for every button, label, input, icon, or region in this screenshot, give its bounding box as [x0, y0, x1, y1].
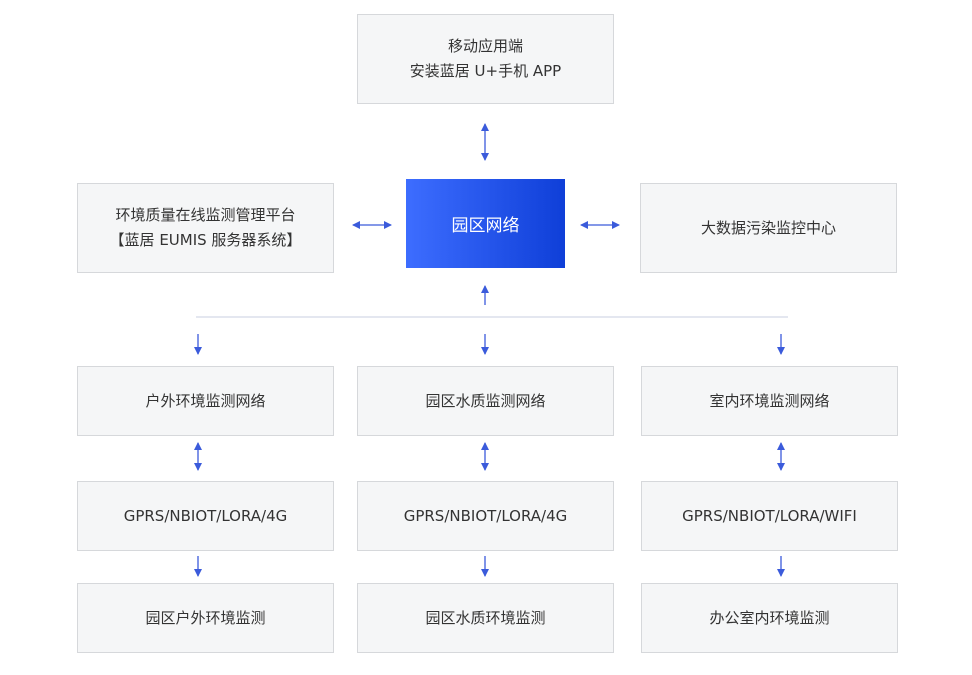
- mobile-app-title: 移动应用端: [447, 37, 523, 55]
- network-node-col3: 室内环境监测网络: [641, 366, 898, 436]
- mobile-app-node: 移动应用端 安装蓝居 U+手机 APP: [357, 14, 614, 104]
- protocol-node-col3: GPRS/NBIOT/LORA/WIFI: [641, 481, 898, 551]
- big-data-center-label: 大数据污染监控中心: [700, 218, 836, 237]
- protocol-label: GPRS/NBIOT/LORA/4G: [123, 506, 288, 525]
- platform-subtitle: 【蓝居 EUMIS 服务器系统】: [109, 231, 302, 249]
- monitor-label: 园区水质环境监测: [425, 608, 546, 627]
- protocol-label: GPRS/NBIOT/LORA/WIFI: [682, 506, 857, 525]
- monitor-node-col2: 园区水质环境监测: [357, 583, 614, 653]
- network-label: 室内环境监测网络: [709, 391, 830, 410]
- monitor-label: 园区户外环境监测: [145, 608, 266, 627]
- monitor-node-col3: 办公室内环境监测: [641, 583, 898, 653]
- monitoring-platform-node: 环境质量在线监测管理平台 【蓝居 EUMIS 服务器系统】: [77, 183, 334, 273]
- big-data-center-node: 大数据污染监控中心: [640, 183, 897, 273]
- protocol-node-col1: GPRS/NBIOT/LORA/4G: [77, 481, 334, 551]
- network-node-col1: 户外环境监测网络: [77, 366, 334, 436]
- mobile-app-subtitle: 安装蓝居 U+手机 APP: [409, 62, 562, 80]
- network-label: 园区水质监测网络: [425, 391, 546, 410]
- network-label: 户外环境监测网络: [145, 391, 266, 410]
- protocol-label: GPRS/NBIOT/LORA/4G: [403, 506, 568, 525]
- network-node-col2: 园区水质监测网络: [357, 366, 614, 436]
- platform-title: 环境质量在线监测管理平台: [115, 206, 296, 224]
- monitor-node-col1: 园区户外环境监测: [77, 583, 334, 653]
- hub-label: 园区网络: [451, 216, 520, 236]
- monitor-label: 办公室内环境监测: [709, 608, 830, 627]
- park-network-hub: 园区网络: [406, 179, 565, 268]
- protocol-node-col2: GPRS/NBIOT/LORA/4G: [357, 481, 614, 551]
